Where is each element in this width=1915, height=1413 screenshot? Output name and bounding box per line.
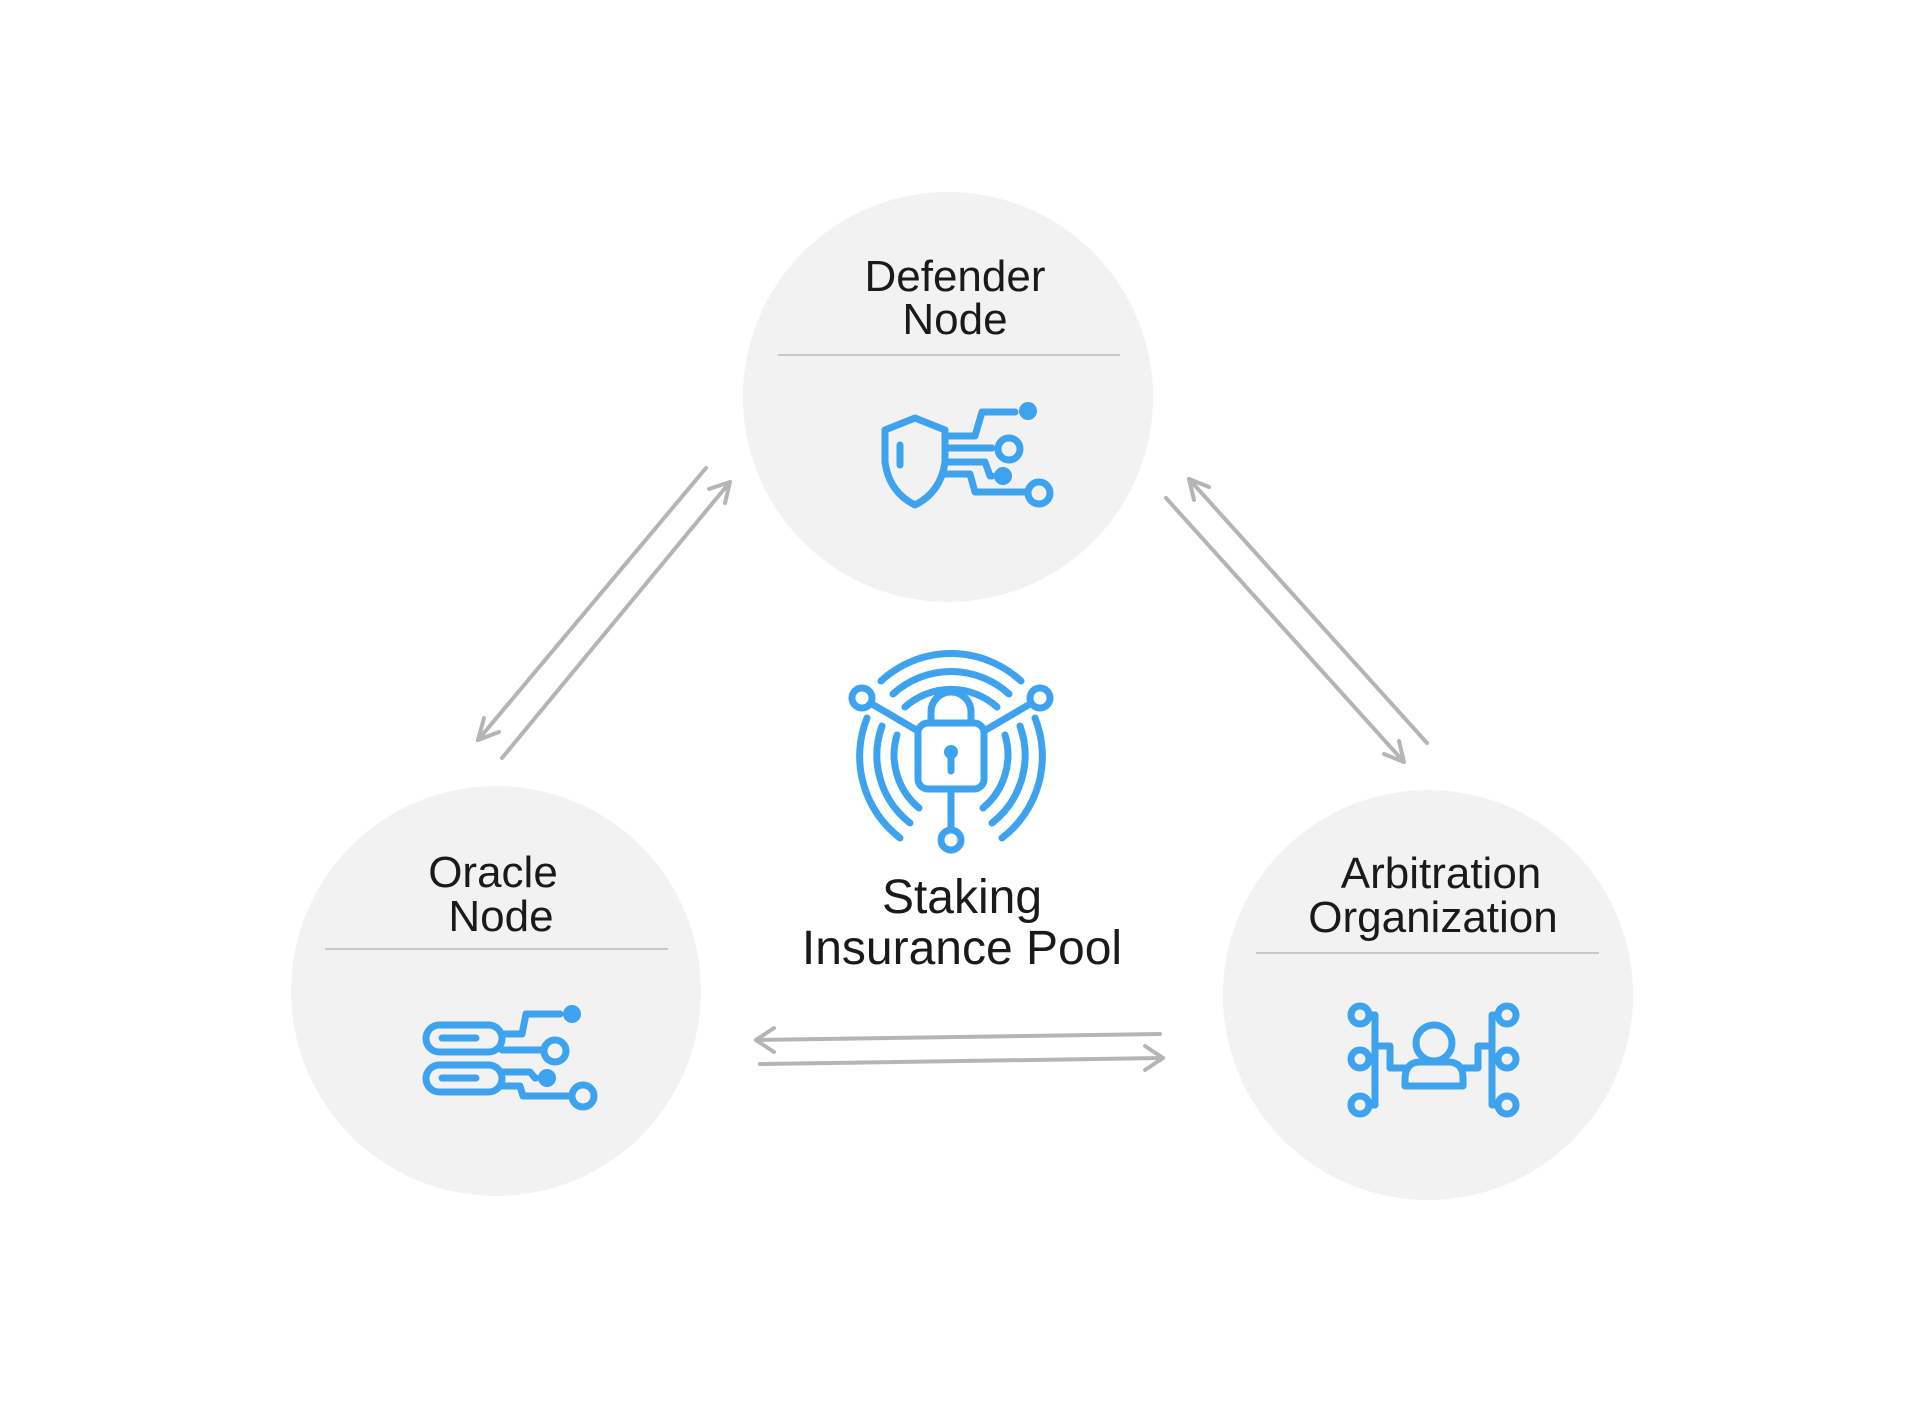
shield-network-icon [881,402,1054,509]
arrow-oracle-arbitration [754,1026,1165,1072]
oracle-node-title-line2: Node [448,892,553,941]
lock-network-icon [848,650,1054,854]
user-network-icon [1347,1002,1520,1118]
center-title-line2: Insurance Pool [802,922,1122,975]
arrow-defender-oracle [476,466,732,760]
center-title-line1: Staking [882,871,1042,924]
arbitration-node-title-line1: Arbitration [1341,849,1542,898]
defender-node-title-line2: Node [902,295,1007,344]
server-network-icon [422,1005,598,1111]
oracle-node: Oracle Node [291,786,701,1196]
arbitration-node-title-line2: Organization [1308,893,1557,942]
oracle-node-title-line1: Oracle [428,848,558,897]
defender-node: Defender Node [743,192,1153,602]
arrow-defender-arbitration [1164,477,1429,764]
staking-insurance-pool: Staking Insurance Pool [802,650,1122,975]
arbitration-node: Arbitration Organization [1223,790,1633,1200]
defender-node-title-line1: Defender [864,252,1045,301]
